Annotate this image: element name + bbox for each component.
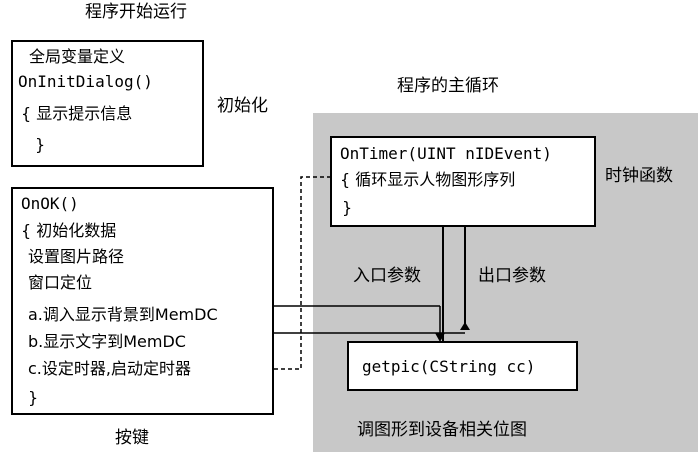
getpic-label: getpic(CString cc) <box>362 357 536 376</box>
init-box: 全局变量定义 OnInitDialog() { 显示提示信息 } <box>11 40 204 167</box>
entry-param-label: 入口参数 <box>353 266 421 286</box>
init-line-4: } <box>35 135 46 154</box>
init-label: 初始化 <box>217 96 268 116</box>
init-line-1: 全局变量定义 <box>29 47 126 66</box>
timer-line-2: { 循环显示人物图形序列 <box>340 170 516 189</box>
button-label: 按键 <box>115 428 149 448</box>
timer-line-3: } <box>342 198 353 217</box>
connector-c-dashed <box>274 176 330 370</box>
exit-param-label: 出口参数 <box>478 266 546 286</box>
program-start-label: 程序开始运行 <box>85 2 187 22</box>
main-loop-label: 程序的主循环 <box>397 76 499 96</box>
onok-box: OnOK() { 初始化数据 设置图片路径 窗口定位 a.调入显示背景到MemD… <box>11 187 274 415</box>
timer-func-label: 时钟函数 <box>605 166 673 186</box>
onok-line-5: a.调入显示背景到MemDC <box>28 305 218 324</box>
getpic-box: getpic(CString cc) <box>347 341 578 391</box>
init-line-3: { 显示提示信息 <box>21 104 133 123</box>
onok-line-3: 设置图片路径 <box>28 247 125 266</box>
init-line-2: OnInitDialog() <box>18 72 153 91</box>
timer-box: OnTimer(UINT nIDEvent) { 循环显示人物图形序列 } <box>330 136 596 227</box>
onok-line-4: 窗口定位 <box>28 273 93 292</box>
timer-line-1: OnTimer(UINT nIDEvent) <box>340 144 552 163</box>
arrowhead-a <box>435 333 445 342</box>
onok-line-1: OnOK() <box>21 194 79 213</box>
getpic-desc-label: 调图形到设备相关位图 <box>357 420 527 440</box>
arrowhead-b <box>460 322 470 330</box>
onok-line-7: c.设定时器,启动定时器 <box>28 359 191 378</box>
onok-line-6: b.显示文字到MemDC <box>28 332 186 351</box>
onok-line-8: } <box>28 388 39 407</box>
onok-line-2: { 初始化数据 <box>21 221 117 240</box>
